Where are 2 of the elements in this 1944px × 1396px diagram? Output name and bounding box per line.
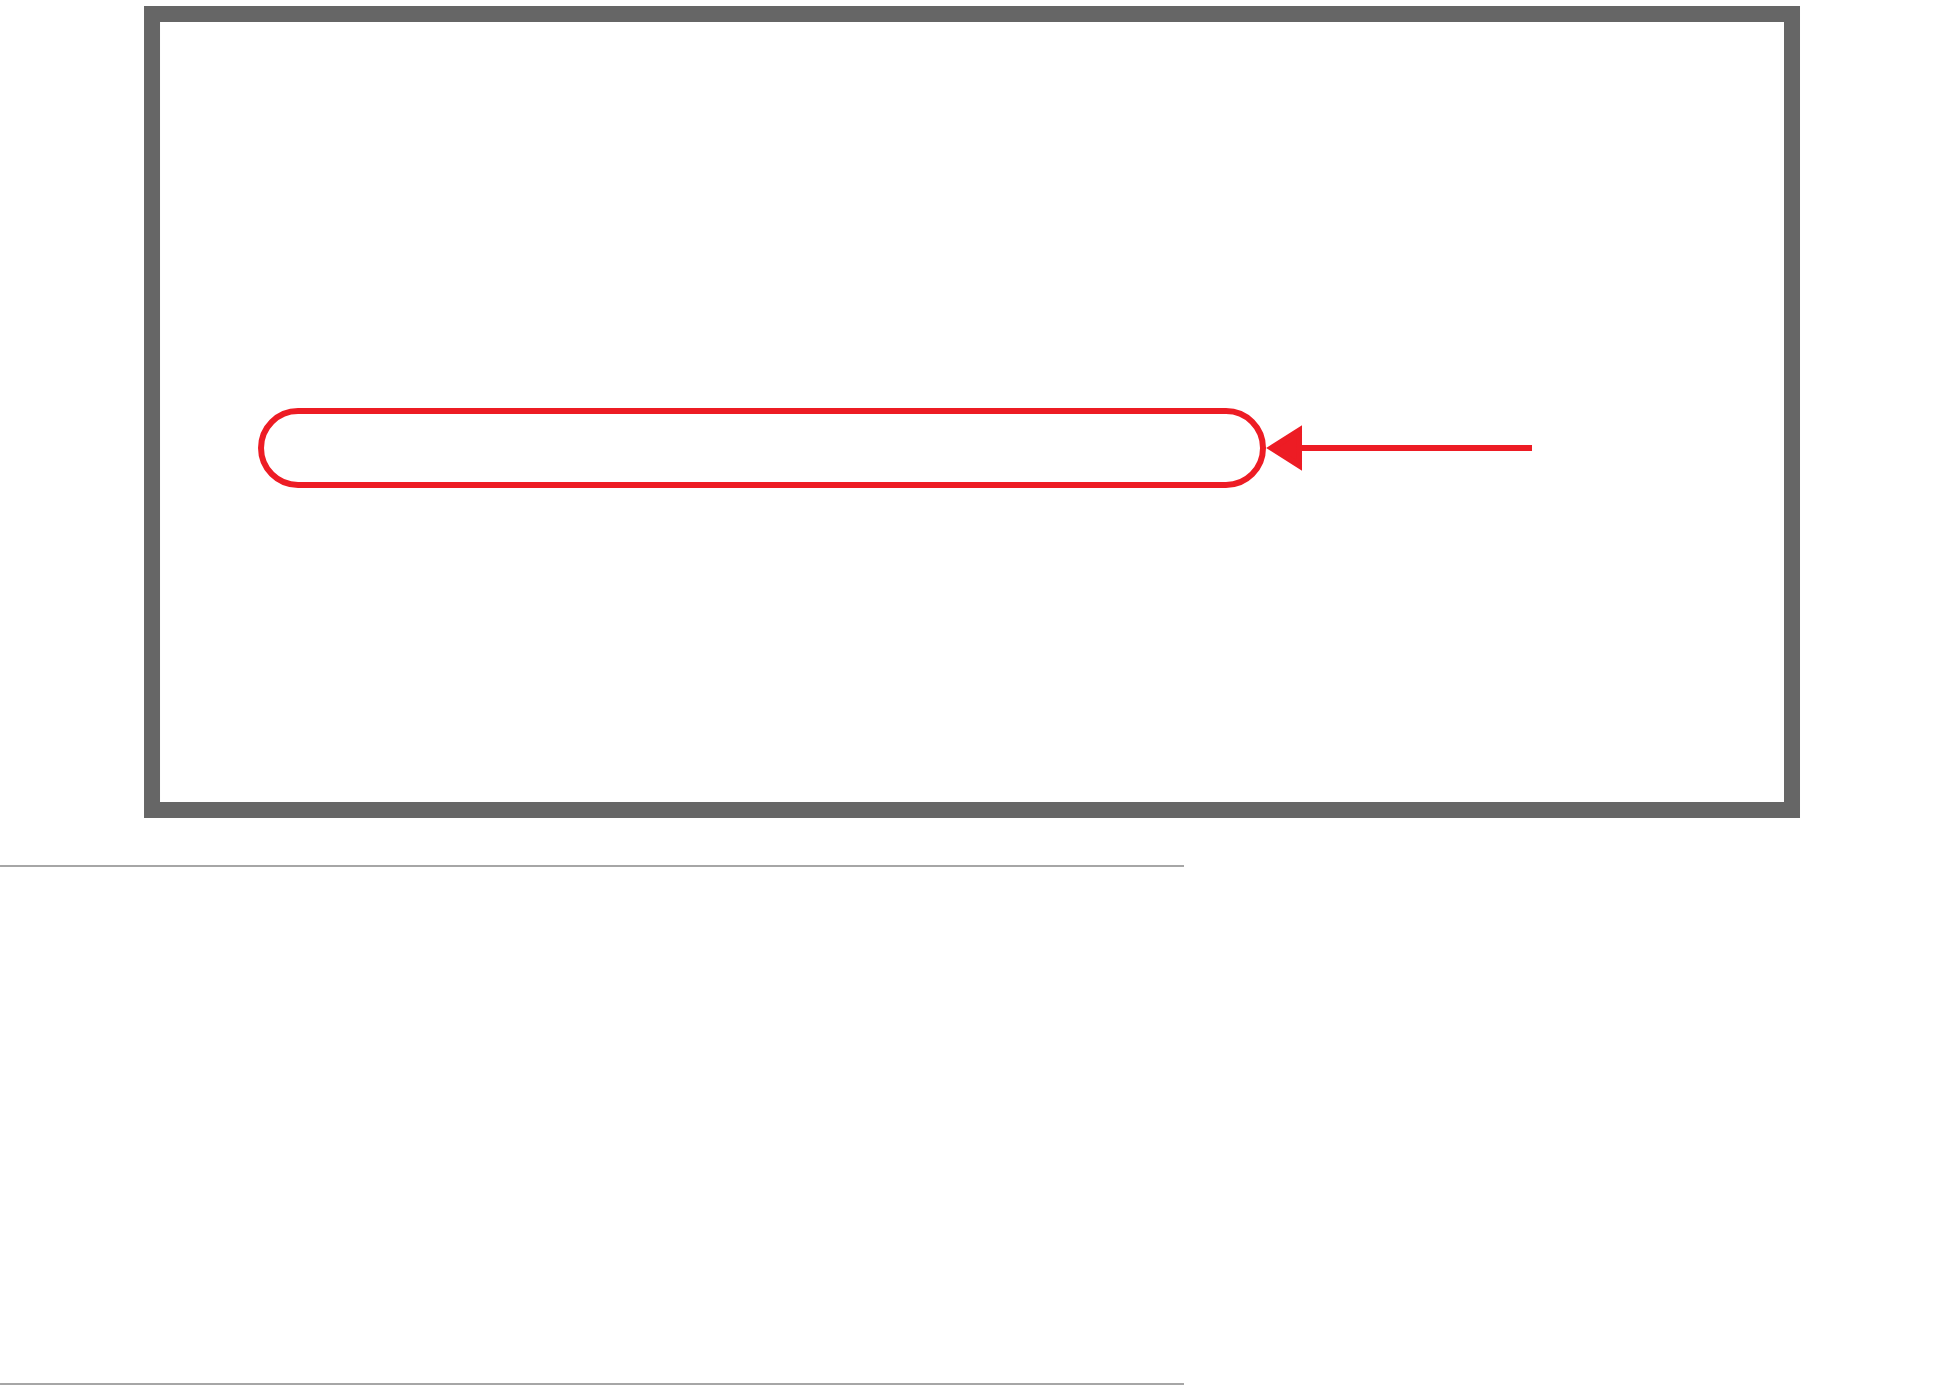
rounded-box (258, 408, 1266, 488)
frame-box (144, 6, 1800, 818)
